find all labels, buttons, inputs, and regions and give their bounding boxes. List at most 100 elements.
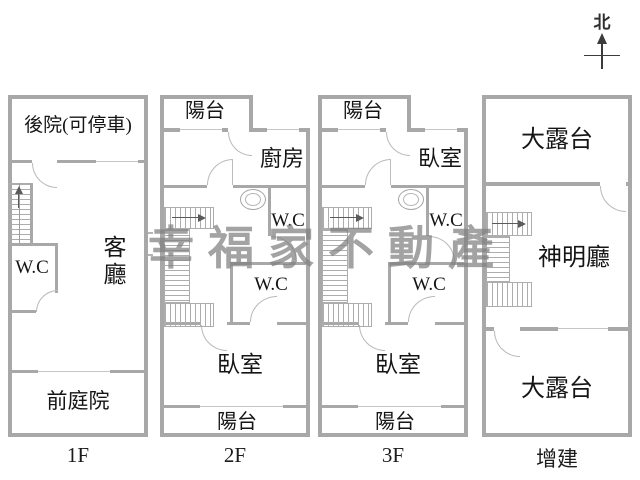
wall	[30, 183, 33, 245]
door-arc	[494, 331, 520, 357]
wall	[318, 95, 411, 99]
north-crossbar	[584, 55, 620, 56]
wall	[283, 405, 306, 408]
wall	[277, 322, 310, 325]
wall	[306, 128, 310, 437]
stairs	[164, 303, 214, 327]
stair-arrow-shaft	[330, 217, 356, 218]
window	[558, 328, 608, 329]
wall	[160, 128, 180, 132]
wall	[391, 185, 464, 188]
north-arrowhead	[597, 33, 607, 44]
wall	[299, 128, 310, 132]
wall	[227, 322, 250, 325]
wall	[482, 327, 494, 331]
door-arc	[32, 163, 57, 188]
room-label-kitchen: 廚房	[259, 146, 304, 171]
room-label-wc-lower: W.C	[412, 274, 446, 295]
watermark-text: 幸福家不動產	[148, 222, 508, 274]
room-label-balcony-top: 陽台	[185, 100, 225, 122]
window	[180, 129, 222, 130]
window-cap	[90, 160, 96, 163]
stairs	[322, 303, 372, 327]
wall	[520, 327, 558, 331]
window-tick	[148, 232, 153, 234]
wall	[144, 95, 148, 437]
wall	[628, 95, 632, 437]
wall	[318, 128, 338, 132]
floor-label-1f: 1F	[66, 443, 90, 467]
room-label-frontyard: 前庭院	[46, 389, 110, 413]
wall	[464, 128, 468, 437]
room-label-bedroom: 臥室	[217, 352, 263, 377]
wall	[268, 188, 271, 236]
door-leaf	[232, 159, 233, 185]
stair-arrow-icon	[198, 214, 206, 222]
door-arc	[228, 132, 252, 156]
window-tick	[148, 254, 153, 256]
sink-basin	[403, 193, 419, 206]
wall	[253, 128, 267, 132]
floor-label-2f: 2F	[223, 443, 247, 467]
wall	[8, 433, 148, 437]
wall	[8, 95, 148, 99]
wall	[57, 160, 90, 163]
room-label-living: 客廳	[103, 235, 127, 287]
room-label-terrace-top: 大露台	[521, 127, 593, 153]
wall	[482, 433, 632, 437]
window	[267, 129, 299, 130]
sink-icon	[398, 189, 424, 210]
room-label-wc-upper: W.C	[429, 210, 463, 231]
wall	[8, 95, 12, 437]
wall	[388, 262, 391, 324]
wall	[407, 95, 411, 132]
stairs	[164, 207, 214, 229]
room-label-wc-lower: W.C	[254, 274, 288, 295]
stair-rail	[19, 183, 20, 244]
wall	[318, 95, 322, 437]
wall	[411, 128, 425, 132]
window-cap	[110, 370, 118, 373]
window-cap	[30, 370, 38, 373]
door-arc	[359, 325, 385, 351]
window	[338, 129, 380, 130]
window-cap	[138, 160, 144, 163]
window	[425, 129, 457, 130]
stairs	[486, 282, 532, 307]
door-arc	[250, 296, 277, 322]
wall	[322, 185, 365, 188]
wall	[164, 185, 207, 188]
room-label-balcony-top: 陽台	[343, 100, 383, 122]
stair-arrow-icon	[15, 186, 23, 194]
stair-arrow-icon	[518, 220, 526, 228]
door-leaf	[390, 159, 391, 185]
door-arc	[408, 296, 435, 322]
door-arc	[207, 159, 233, 185]
room-label-backyard: 後院(可停車)	[24, 115, 132, 136]
wall	[8, 310, 36, 313]
wall	[482, 95, 632, 99]
wall	[318, 433, 468, 437]
room-label-bedroom-top: 臥室	[417, 146, 462, 171]
wall	[8, 243, 58, 246]
room-label-shrine: 神明廳	[538, 245, 610, 271]
room-label-balcony-bottom: 陽台	[375, 411, 415, 433]
room-label-bedroom: 臥室	[375, 352, 421, 377]
wall	[160, 433, 310, 437]
wall	[230, 262, 233, 324]
north-label: 北	[593, 13, 611, 32]
wall	[8, 370, 30, 373]
wall	[160, 95, 253, 99]
wall	[55, 243, 58, 293]
wall	[435, 322, 468, 325]
room-label-terrace-bottom: 大露台	[521, 376, 593, 402]
wall	[482, 95, 486, 437]
wall	[457, 128, 468, 132]
door-arc	[600, 186, 626, 212]
wall	[233, 185, 306, 188]
window	[38, 371, 110, 372]
wall	[160, 95, 164, 437]
door-arc	[36, 290, 58, 312]
window	[200, 406, 283, 407]
